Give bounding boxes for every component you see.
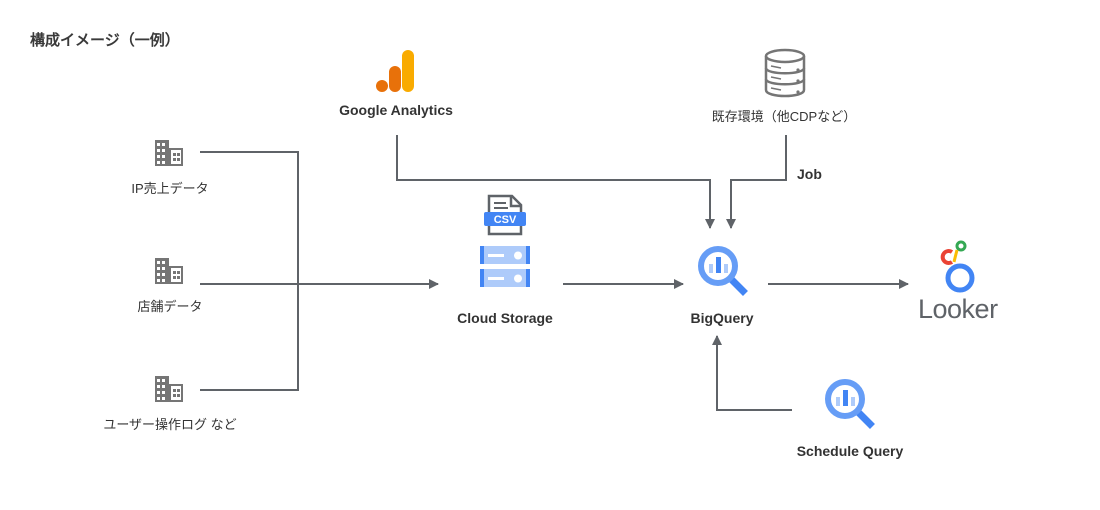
cloud-storage-label: Cloud Storage	[457, 310, 553, 326]
looker-wordmark: Looker	[918, 294, 998, 324]
diagram-title: 構成イメージ（一例）	[30, 32, 180, 49]
source-label-ip-sales: IP売上データ	[131, 181, 209, 196]
existing-env-label: 既存環境（他CDPなど）	[711, 109, 857, 124]
line-existing-to-bigquery	[726, 135, 787, 229]
database-icon	[764, 48, 806, 98]
line-ip-sales	[200, 151, 299, 391]
building-icon	[155, 376, 183, 402]
csv-badge-text: CSV	[494, 214, 517, 226]
google-analytics-icon	[376, 50, 414, 92]
line-schedule-to-bigquery	[712, 335, 792, 411]
line-ga-to-bigquery	[396, 135, 715, 229]
job-label: Job	[797, 166, 822, 182]
source-label-store: 店舗データ	[137, 299, 203, 314]
bigquery-label: BigQuery	[690, 310, 754, 326]
building-icon	[155, 258, 183, 284]
looker-icon	[940, 240, 975, 293]
google-analytics-label: Google Analytics	[339, 102, 453, 118]
cloud-storage-icon	[480, 246, 530, 287]
schedule-query-icon	[825, 379, 875, 429]
schedule-query-label: Schedule Query	[796, 443, 904, 459]
bigquery-icon	[698, 246, 748, 296]
source-label-user-logs: ユーザー操作ログ など	[103, 417, 237, 432]
csv-file-icon: CSV	[484, 194, 526, 236]
building-icon	[155, 140, 183, 166]
